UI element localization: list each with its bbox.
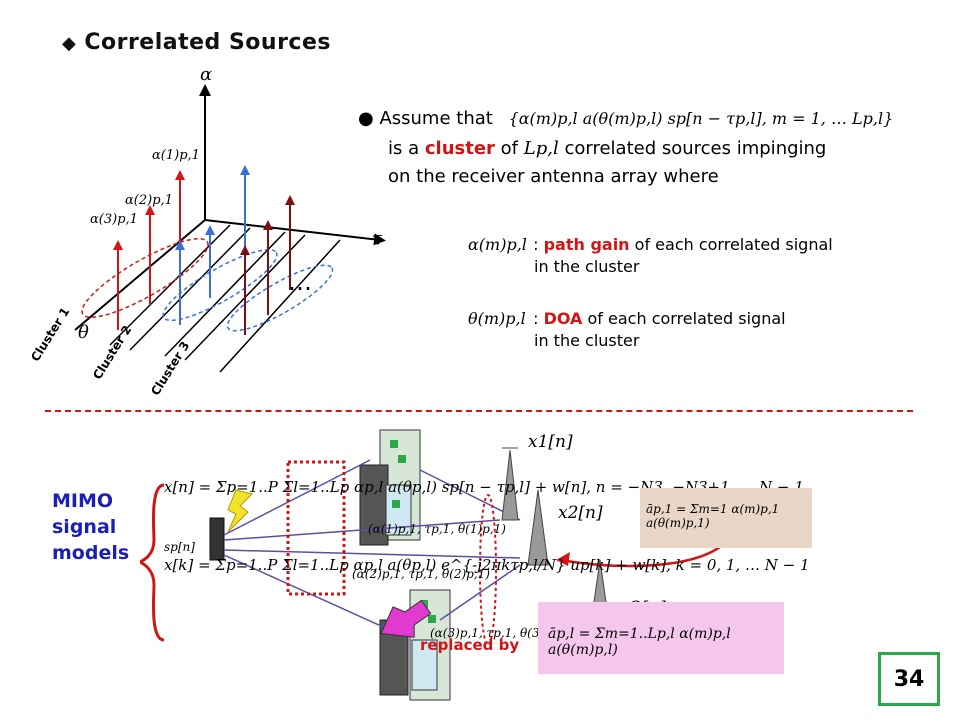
- diagram-ellipsis: …: [288, 268, 312, 296]
- cluster-diagram: [74, 84, 386, 373]
- tuple-3: (α(3)p,1, τp,1, θ(3)p,1): [430, 626, 568, 640]
- x2-label: x2[n]: [558, 503, 603, 523]
- antenna-highlight: [479, 494, 497, 646]
- curly-brace: [140, 483, 165, 642]
- gain-label-1: α(1)p,1: [152, 148, 200, 163]
- assumption-line-1: ● Assume that {α(m)p,l a(θ(m)p,l) sp[n −…: [358, 106, 893, 132]
- freq-domain-model: x[k] = Σp=1..P Σl=1..Lp αp,l a(θp,l) e^{…: [164, 556, 810, 574]
- assumption-prefix: Assume that: [379, 108, 493, 129]
- mimo-line-1: MIMO: [52, 490, 114, 512]
- handset-icon: [209, 517, 225, 561]
- lightning-icon: [227, 489, 253, 533]
- gain-label-3: α(3)p,1: [90, 212, 138, 227]
- doa-keyword: DOA: [543, 309, 583, 328]
- abar-big-eq: āp,l = Σm=1..Lp,l α(m)p,l a(θ(m)p,l): [548, 626, 731, 658]
- path-gain-keyword: path gain: [543, 235, 630, 254]
- tuple-2: (α(2)p,1, τp,1, θ(2)p,1): [352, 567, 490, 581]
- doa-sep: :: [533, 309, 539, 328]
- slide-title: ◆ Correlated Sources: [62, 30, 331, 55]
- assumption-line-3: on the receiver antenna array where: [388, 166, 719, 187]
- line2-end: correlated sources impinging: [564, 138, 827, 159]
- mimo-line-2: signal: [52, 516, 117, 538]
- path-gain-rest: of each correlated signal: [634, 235, 833, 254]
- page-number-box: 34: [878, 652, 940, 706]
- section-divider: [45, 410, 913, 412]
- definition-doa: θ(m)p,l : DOA of each correlated signal …: [468, 308, 786, 352]
- x1-label: x1[n]: [528, 432, 573, 452]
- alpha-axis-label: α: [200, 64, 213, 85]
- summation-highlight: [286, 460, 346, 596]
- doa-rest2: in the cluster: [534, 331, 640, 350]
- path-gain-rest2: in the cluster: [534, 257, 640, 276]
- bullet-dot-icon: ●: [358, 108, 374, 129]
- page-number: 34: [893, 666, 925, 692]
- tuple-1: (α(1)p,1, τp,1, θ(1)p,1): [368, 522, 506, 536]
- doa-rest: of each correlated signal: [587, 309, 786, 328]
- abar-small-eq: āp,1 = Σm=1 α(m)p,1 a(θ(m)p,1): [646, 502, 780, 530]
- mimo-line-3: models: [52, 542, 130, 564]
- line2-symbol: Lp,l: [523, 138, 559, 159]
- sp-label: sp[n]: [164, 540, 195, 554]
- gain-label-2: α(2)p,1: [125, 193, 173, 208]
- path-gain-symbol: α(m)p,l: [468, 235, 527, 254]
- building-1-icon: [359, 429, 421, 546]
- theta-axis-label: θ: [78, 322, 89, 343]
- replaced-by-arrow: [380, 599, 432, 638]
- cluster-keyword: cluster: [424, 138, 495, 159]
- tau-axis-label: τ: [372, 228, 382, 249]
- assumption-formula: {α(m)p,l a(θ(m)p,l) sp[n − τp,l], m = 1,…: [508, 109, 894, 128]
- diamond-bullet-icon: ◆: [62, 33, 77, 54]
- mimo-label: MIMO signal models: [52, 488, 129, 566]
- slide-title-text: Correlated Sources: [84, 30, 331, 55]
- assumption-line-2: is a cluster of Lp,l correlated sources …: [388, 136, 826, 162]
- theta-axis: [74, 219, 206, 331]
- antenna-2-icon: [527, 489, 549, 566]
- doa-symbol: θ(m)p,l: [468, 309, 526, 328]
- antenna-1-icon: [501, 447, 519, 521]
- abar-small-box: āp,1 = Σm=1 α(m)p,1 a(θ(m)p,1): [640, 488, 812, 548]
- abar-big-box: āp,l = Σm=1..Lp,l α(m)p,l a(θ(m)p,l): [538, 602, 784, 674]
- line2-start: is a: [388, 138, 420, 159]
- replaced-by-label: replaced by: [420, 636, 520, 654]
- definition-path-gain: α(m)p,l : path gain of each correlated s…: [468, 234, 833, 278]
- mimo-graphics: [140, 429, 729, 701]
- line2-of: of: [500, 138, 519, 159]
- curved-arrow: [559, 539, 729, 568]
- path-gain-sep: :: [533, 235, 539, 254]
- tau-axis: [204, 219, 386, 246]
